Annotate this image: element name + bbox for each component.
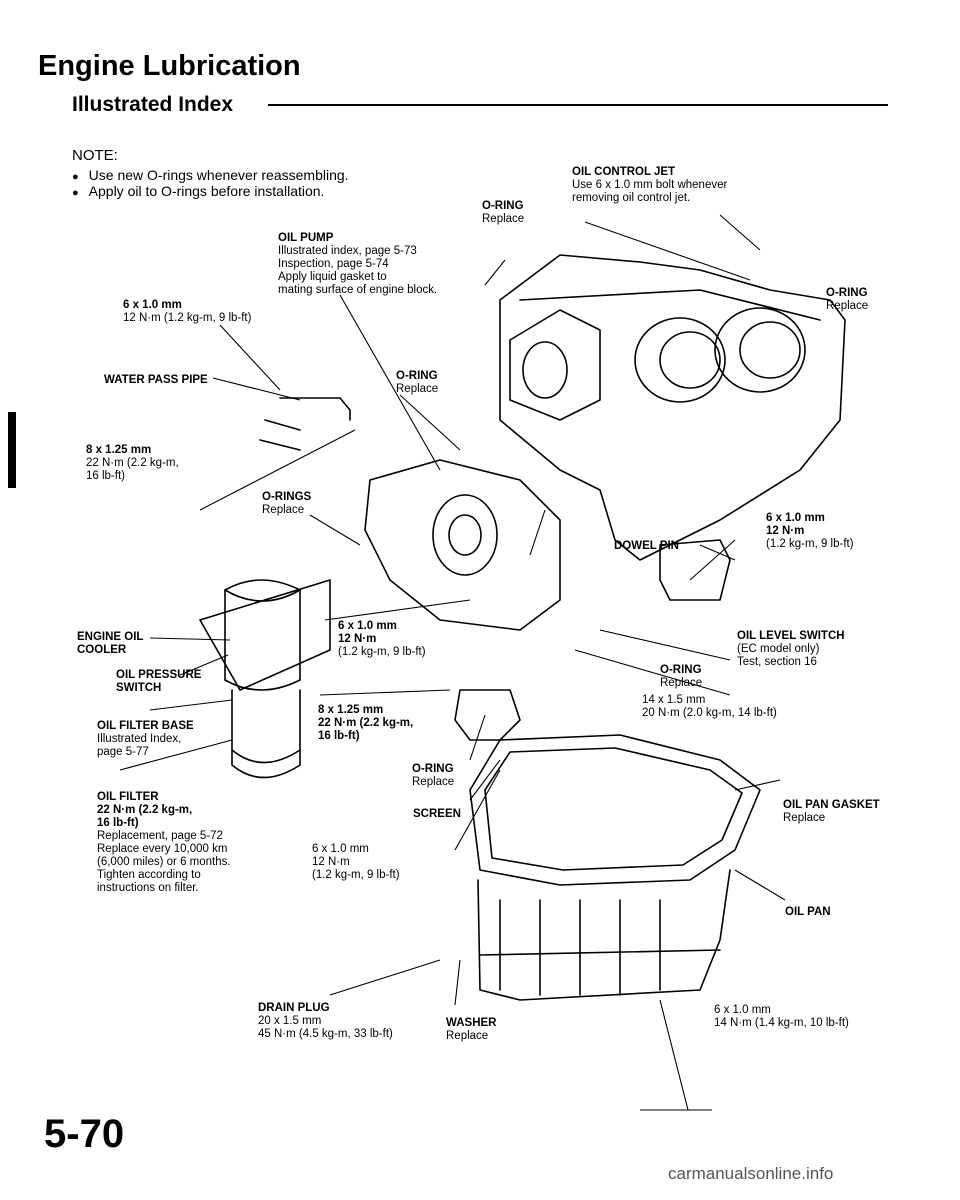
label-bolt-spec: 8 x 1.25 mm 22 N·m (2.2 kg-m, 16 lb-ft) (318, 704, 414, 742)
note-item: Apply oil to O-rings before installation… (72, 183, 325, 199)
label-oil-filter: OIL FILTER 22 N·m (2.2 kg-m, 16 lb-ft) R… (97, 791, 231, 894)
label-bolt-spec: 6 x 1.0 mm 12 N·m (1.2 kg-m, 9 lb-ft) (338, 620, 426, 658)
label-washer: WASHER Replace (446, 1017, 497, 1042)
water-pass-pipe (279, 397, 351, 421)
cylinder-bore (714, 307, 806, 393)
label-oil-pump: OIL PUMP Illustrated index, page 5-73 In… (278, 232, 438, 296)
label-oil-pan: OIL PAN (785, 906, 831, 918)
label-screen: SCREEN (413, 808, 461, 820)
label-bolt-spec: 6 x 1.0 mm 12 N·m (1.2 kg-m, 9 lb-ft) (312, 843, 400, 881)
section-subtitle: Illustrated Index (72, 93, 234, 116)
label-bolt-spec: 14 x 1.5 mm 20 N·m (2.0 kg-m, 14 lb-ft) (642, 694, 777, 719)
label-water-pass-pipe: WATER PASS PIPE (104, 374, 208, 386)
label-oil-pan-gasket: OIL PAN GASKET Replace (783, 799, 880, 824)
page-number: 5-70 (44, 1112, 125, 1156)
oil-level-switch (659, 539, 731, 601)
engine-block (499, 254, 846, 561)
title-rule (268, 104, 888, 106)
label-drain-plug: DRAIN PLUG 20 x 1.5 mm 45 N·m (4.5 kg-m,… (258, 1002, 393, 1040)
label-oil-pressure-switch: OIL PRESSURE SWITCH (116, 669, 202, 694)
label-o-rings: O-RINGS Replace (262, 491, 312, 516)
oil-pan (477, 869, 731, 1001)
note-item: Use new O-rings whenever reassembling. (72, 167, 349, 183)
label-o-ring: O-RING Replace (826, 287, 869, 312)
oil-pan-gasket (469, 734, 761, 886)
label-bolt-spec: 6 x 1.0 mm 14 N·m (1.4 kg-m, 10 lb-ft) (714, 1004, 849, 1029)
oil-pump (364, 459, 561, 631)
label-bolt-spec: 8 x 1.25 mm 22 N·m (2.2 kg-m, 16 lb-ft) (86, 444, 179, 482)
label-o-ring: O-RING Replace (412, 763, 455, 788)
label-oil-level-switch: OIL LEVEL SWITCH (EC model only) Test, s… (737, 630, 845, 668)
section-marker-bar (8, 412, 16, 488)
watermark: carmanualsonline.info (668, 1164, 834, 1183)
label-engine-oil-cooler: ENGINE OIL COOLER (77, 631, 144, 656)
oil-screen (454, 689, 521, 741)
label-o-ring: O-RING Replace (396, 370, 439, 395)
label-bolt-spec: 6 x 1.0 mm 12 N·m (1.2 kg-m, 9 lb-ft) (123, 299, 252, 324)
label-o-ring: O-RING Replace (660, 664, 703, 689)
oil-filter (231, 689, 301, 764)
label-oil-filter-base: OIL FILTER BASE Illustrated Index, page … (97, 720, 194, 758)
note-heading: NOTE: (72, 147, 118, 164)
label-o-ring: O-RING Replace (482, 200, 525, 225)
label-oil-control-jet: OIL CONTROL JET Use 6 x 1.0 mm bolt when… (572, 166, 728, 204)
page-title: Engine Lubrication (38, 50, 301, 82)
label-dowel-pin: DOWEL PIN (614, 540, 679, 552)
label-bolt-spec: 6 x 1.0 mm 12 N·m (1.2 kg-m, 9 lb-ft) (766, 512, 854, 550)
oil-cooler-canister (224, 579, 301, 691)
cylinder-bore (634, 317, 726, 403)
